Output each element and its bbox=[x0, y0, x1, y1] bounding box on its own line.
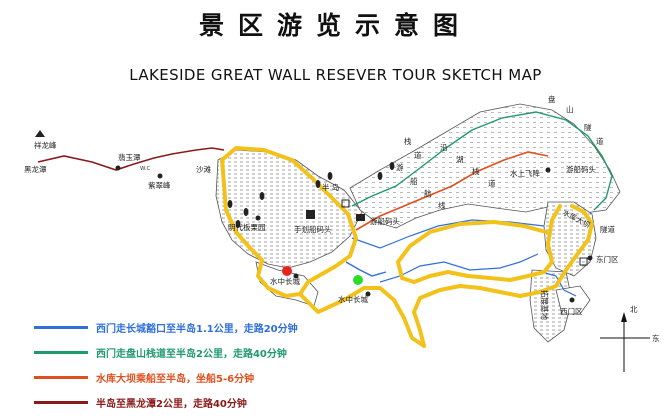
tree-icons bbox=[227, 162, 395, 228]
legend-text: 西门走长城豁口至半岛1.1公里，走路20分钟 bbox=[96, 324, 298, 335]
trail-char-shan: 山 bbox=[566, 104, 574, 114]
label-tunnel: 隧道 bbox=[600, 224, 615, 234]
info-icon bbox=[579, 257, 588, 266]
label-east-gate: 东门区 bbox=[596, 254, 619, 264]
label-cuiyu-pool: 翡玉潭 bbox=[118, 152, 141, 162]
spot-dot-icon bbox=[545, 167, 551, 173]
highlight-route bbox=[220, 146, 594, 348]
label-west-gate: 西门区 bbox=[560, 307, 583, 316]
label-water-feiji: 水上飞降 bbox=[510, 168, 540, 178]
map-title-chinese: 景区游览示意图 bbox=[198, 11, 472, 40]
compass-north: 北 bbox=[630, 305, 638, 314]
wharf-icon bbox=[356, 214, 365, 221]
trail-char-boat-2: 船 bbox=[410, 176, 418, 186]
red-marker bbox=[282, 266, 292, 276]
label-ban-island: 半 岛 bbox=[322, 182, 339, 192]
label-wc: W.C bbox=[140, 166, 151, 172]
spot-dot-icon bbox=[293, 273, 299, 279]
terrain-north-mountain bbox=[349, 103, 621, 229]
legend-swatch bbox=[34, 351, 88, 354]
label-xianglong-peak: 祥龙峰 bbox=[34, 140, 57, 150]
map-title-english: LAKESIDE GREAT WALL RESEVER TOUR SKETCH … bbox=[129, 66, 542, 84]
terrain-orchard-base bbox=[529, 269, 573, 343]
trail-char-tunnel-dao: 道 bbox=[596, 136, 604, 146]
label-shatan: 沙滩 bbox=[196, 164, 211, 174]
lake-shoreline-north bbox=[351, 219, 545, 249]
info-icon bbox=[341, 199, 350, 208]
label-zicui-peak: 紫翠峰 bbox=[148, 180, 171, 190]
trail-char-tunnel-sui: 隧 bbox=[584, 122, 592, 132]
label-water-greatwall-2: 水中长城 bbox=[338, 294, 368, 304]
label-shouhua-wharf: 手划船码头 bbox=[294, 224, 332, 234]
route-orange-boat bbox=[355, 151, 549, 231]
trail-char-pan: 盘 bbox=[548, 94, 556, 104]
legend-text: 半岛至黑龙潭2公里，走路40分钟 bbox=[96, 399, 247, 410]
spot-dot-icon bbox=[569, 297, 575, 303]
route-blue-walk bbox=[345, 261, 387, 277]
trail-char-plank-1: 栈 bbox=[404, 136, 412, 146]
trail-char-lake-3: 栈 bbox=[472, 166, 480, 176]
route-green-plank bbox=[351, 111, 613, 211]
legend-text: 西门走盘山栈道至半岛2公里，走路40分钟 bbox=[96, 349, 287, 360]
terrain-west-hill bbox=[215, 149, 363, 269]
lake-shoreline-south bbox=[379, 253, 539, 283]
label-youchuan-wharf-2: 游船码头 bbox=[566, 164, 596, 174]
green-marker bbox=[353, 275, 363, 285]
trail-char-boat-4: 线 bbox=[438, 200, 446, 210]
trail-char-plank-2: 道 bbox=[414, 150, 422, 160]
label-orchard-base: 拓展基地 bbox=[540, 290, 550, 320]
legend-swatch bbox=[34, 376, 88, 379]
trail-char-boat-1: 游 bbox=[396, 162, 404, 172]
route-red-heilong bbox=[37, 147, 225, 171]
trail-char-lake-2: 湖 bbox=[456, 155, 464, 164]
svg-text:拓展基地: 拓展基地 bbox=[540, 290, 550, 320]
label-heilong-pool: 黑龙潭 bbox=[24, 164, 47, 174]
spot-dot-icon bbox=[157, 173, 163, 179]
legend-swatch bbox=[34, 401, 88, 404]
compass-east: 东 bbox=[652, 333, 660, 343]
legend-swatch bbox=[34, 326, 88, 329]
mountain-peak-icon bbox=[35, 130, 45, 137]
spot-dot-icon bbox=[115, 165, 121, 171]
wharf-icon bbox=[306, 210, 315, 219]
trail-char-lake-1: 沿 bbox=[440, 143, 448, 152]
spot-dot-icon bbox=[255, 215, 261, 221]
spot-dot-icon bbox=[365, 291, 371, 297]
spot-dot-icon bbox=[587, 255, 593, 261]
trail-char-lake-4: 道 bbox=[488, 178, 496, 188]
compass bbox=[600, 312, 650, 372]
legend-text: 水库大坝乘船至半岛，坐船5-6分钟 bbox=[96, 374, 255, 385]
trail-char-boat-3: 航 bbox=[424, 188, 432, 198]
label-mingdai-yard: 明代板栗园 bbox=[228, 222, 266, 232]
label-water-greatwall-1: 水中长城 bbox=[270, 276, 300, 286]
label-youchuan-wharf: 游船码头 bbox=[370, 216, 400, 226]
